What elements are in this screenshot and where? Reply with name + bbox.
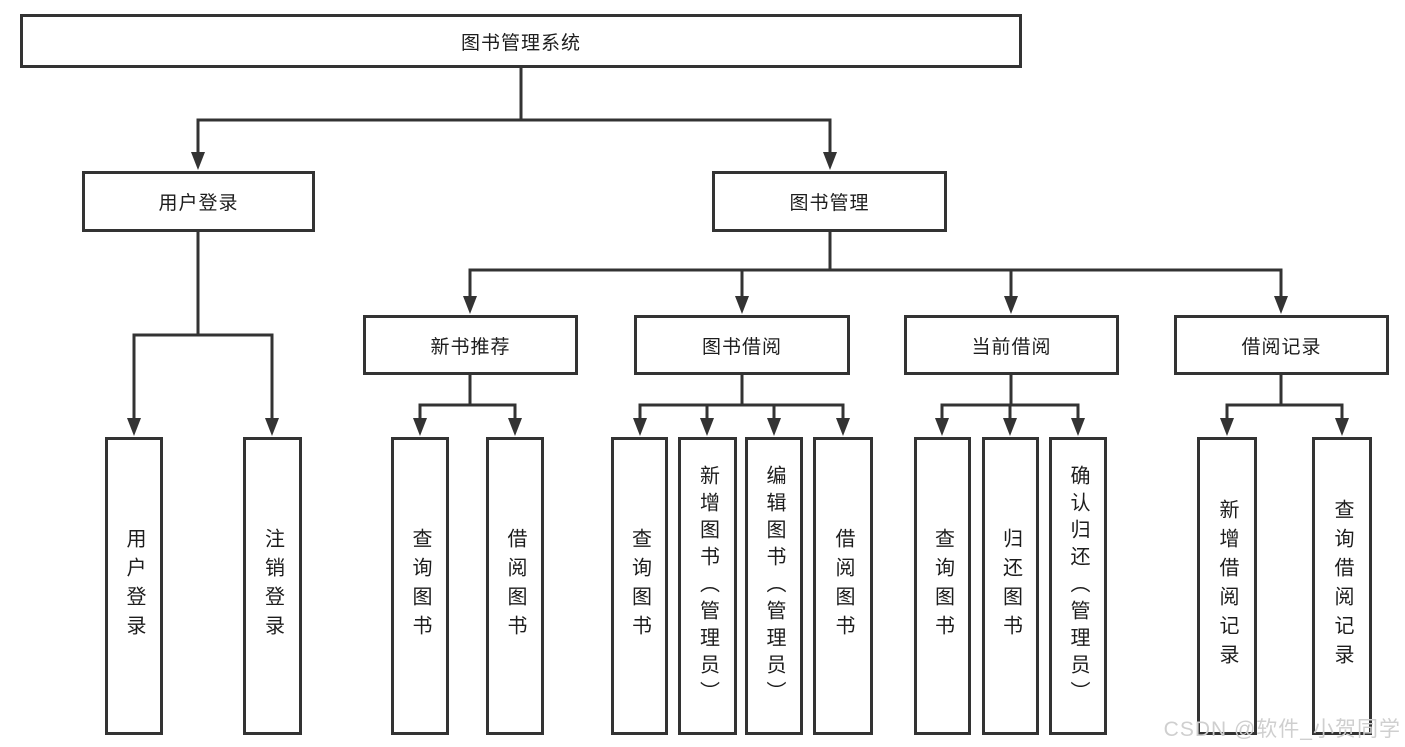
leaf-query-books-borrowing-label: 查询图书 xyxy=(628,528,651,644)
node-root-label: 图书管理系统 xyxy=(460,32,581,54)
node-root: 图书管理系统 xyxy=(20,14,1022,68)
leaf-add-books-admin-label: 新增图书（管理员） xyxy=(696,464,719,708)
leaf-query-books-recommend-label: 查询图书 xyxy=(409,528,431,644)
node-book-management-label: 图书管理 xyxy=(789,193,870,214)
leaf-edit-books-admin-label: 编辑图书（管理员） xyxy=(763,464,785,708)
leaf-confirm-return-admin: 确认归还（管理员） xyxy=(1049,437,1107,735)
node-new-book-recommend-label: 新书推荐 xyxy=(430,336,511,358)
leaf-borrow-books-recommend: 借阅图书 xyxy=(486,437,544,735)
node-current-borrowing: 当前借阅 xyxy=(904,315,1119,375)
leaf-user-login: 用户登录 xyxy=(105,437,163,735)
node-borrow-records-label: 借阅记录 xyxy=(1241,336,1322,358)
node-new-book-recommend: 新书推荐 xyxy=(363,315,578,375)
leaf-add-borrow-record-label: 新增借阅记录 xyxy=(1216,499,1238,673)
leaf-return-books: 归还图书 xyxy=(982,437,1039,735)
node-book-borrowing: 图书借阅 xyxy=(634,315,850,375)
leaf-query-books-current-label: 查询图书 xyxy=(931,528,954,644)
leaf-query-books-current: 查询图书 xyxy=(914,437,971,735)
leaf-confirm-return-admin-label: 确认归还（管理员） xyxy=(1067,464,1089,708)
node-user-login: 用户登录 xyxy=(82,171,315,232)
leaf-query-books-borrowing: 查询图书 xyxy=(611,437,668,735)
node-user-login-label: 用户登录 xyxy=(158,193,239,214)
leaf-add-books-admin: 新增图书（管理员） xyxy=(678,437,737,735)
leaf-logout: 注销登录 xyxy=(243,437,302,735)
leaf-borrow-books-borrowing-label: 借阅图书 xyxy=(832,528,854,644)
leaf-logout-label: 注销登录 xyxy=(261,528,284,644)
leaf-borrow-books-borrowing: 借阅图书 xyxy=(813,437,873,735)
node-book-management: 图书管理 xyxy=(712,171,947,232)
node-current-borrowing-label: 当前借阅 xyxy=(971,336,1052,358)
leaf-add-borrow-record: 新增借阅记录 xyxy=(1197,437,1257,735)
leaf-query-borrow-record-label: 查询借阅记录 xyxy=(1331,499,1353,673)
leaf-borrow-books-recommend-label: 借阅图书 xyxy=(504,528,526,644)
csdn-watermark: CSDN @软件_小贺同学 xyxy=(1163,718,1401,741)
leaf-query-books-recommend: 查询图书 xyxy=(391,437,449,735)
leaf-query-borrow-record: 查询借阅记录 xyxy=(1312,437,1372,735)
leaf-user-login-label: 用户登录 xyxy=(123,528,145,644)
node-book-borrowing-label: 图书借阅 xyxy=(701,336,782,358)
leaf-edit-books-admin: 编辑图书（管理员） xyxy=(745,437,803,735)
leaf-return-books-label: 归还图书 xyxy=(999,528,1022,644)
node-borrow-records: 借阅记录 xyxy=(1174,315,1389,375)
